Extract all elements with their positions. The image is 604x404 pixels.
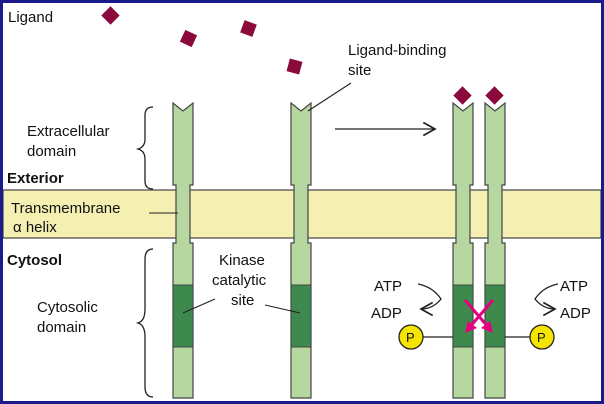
- phosphate-left: [398, 324, 424, 350]
- receptor-dimerization-diagram: Ligand Ligand-binding site Extracellular…: [3, 3, 601, 401]
- label-kinase-site: site: [231, 292, 254, 309]
- label-adp-right: ADP: [560, 305, 591, 322]
- brace-cytosolic: [135, 248, 154, 398]
- pointer-kinase-1: [182, 298, 216, 314]
- pointer-kinase-2: [264, 304, 301, 314]
- label-cytosolic: Cytosolic: [37, 299, 98, 316]
- atp-adp-arrow-left: [417, 283, 442, 317]
- receptor-dimer-right: [484, 101, 506, 399]
- atp-adp-arrow-right: [534, 283, 559, 317]
- receptor-monomer-1: [172, 101, 194, 399]
- label-ligand-binding: Ligand-binding: [348, 42, 446, 59]
- label-domain-ext: domain: [27, 143, 76, 160]
- label-atp-right: ATP: [560, 278, 588, 295]
- label-site: site: [348, 62, 371, 79]
- receptor-monomer-2: [290, 101, 312, 399]
- label-domain-cyt: domain: [37, 319, 86, 336]
- label-exterior: Exterior: [7, 170, 64, 187]
- label-phosphate-left: P: [406, 330, 415, 345]
- label-adp-left: ADP: [371, 305, 402, 322]
- label-catalytic: catalytic: [212, 272, 267, 289]
- label-cytosol: Cytosol: [7, 252, 62, 269]
- label-alpha-helix: α helix: [13, 219, 57, 236]
- label-extracellular: Extracellular: [27, 123, 110, 140]
- pointer-binding-site: [307, 82, 352, 112]
- kinase-site-2: [290, 284, 312, 348]
- receptor-dimer-left: [452, 101, 474, 399]
- free-ligands: [101, 6, 303, 75]
- label-atp-left: ATP: [374, 278, 402, 295]
- cross-phosphorylation-arrows: [463, 299, 495, 333]
- label-phosphate-right: P: [537, 330, 546, 345]
- label-transmembrane: Transmembrane: [11, 200, 120, 217]
- label-kinase: Kinase: [219, 252, 265, 269]
- kinase-site-1: [172, 284, 194, 348]
- label-ligand: Ligand: [8, 9, 53, 26]
- phosphate-right: [529, 324, 555, 350]
- brace-extracellular: [135, 106, 154, 190]
- bound-ligands: [453, 86, 504, 105]
